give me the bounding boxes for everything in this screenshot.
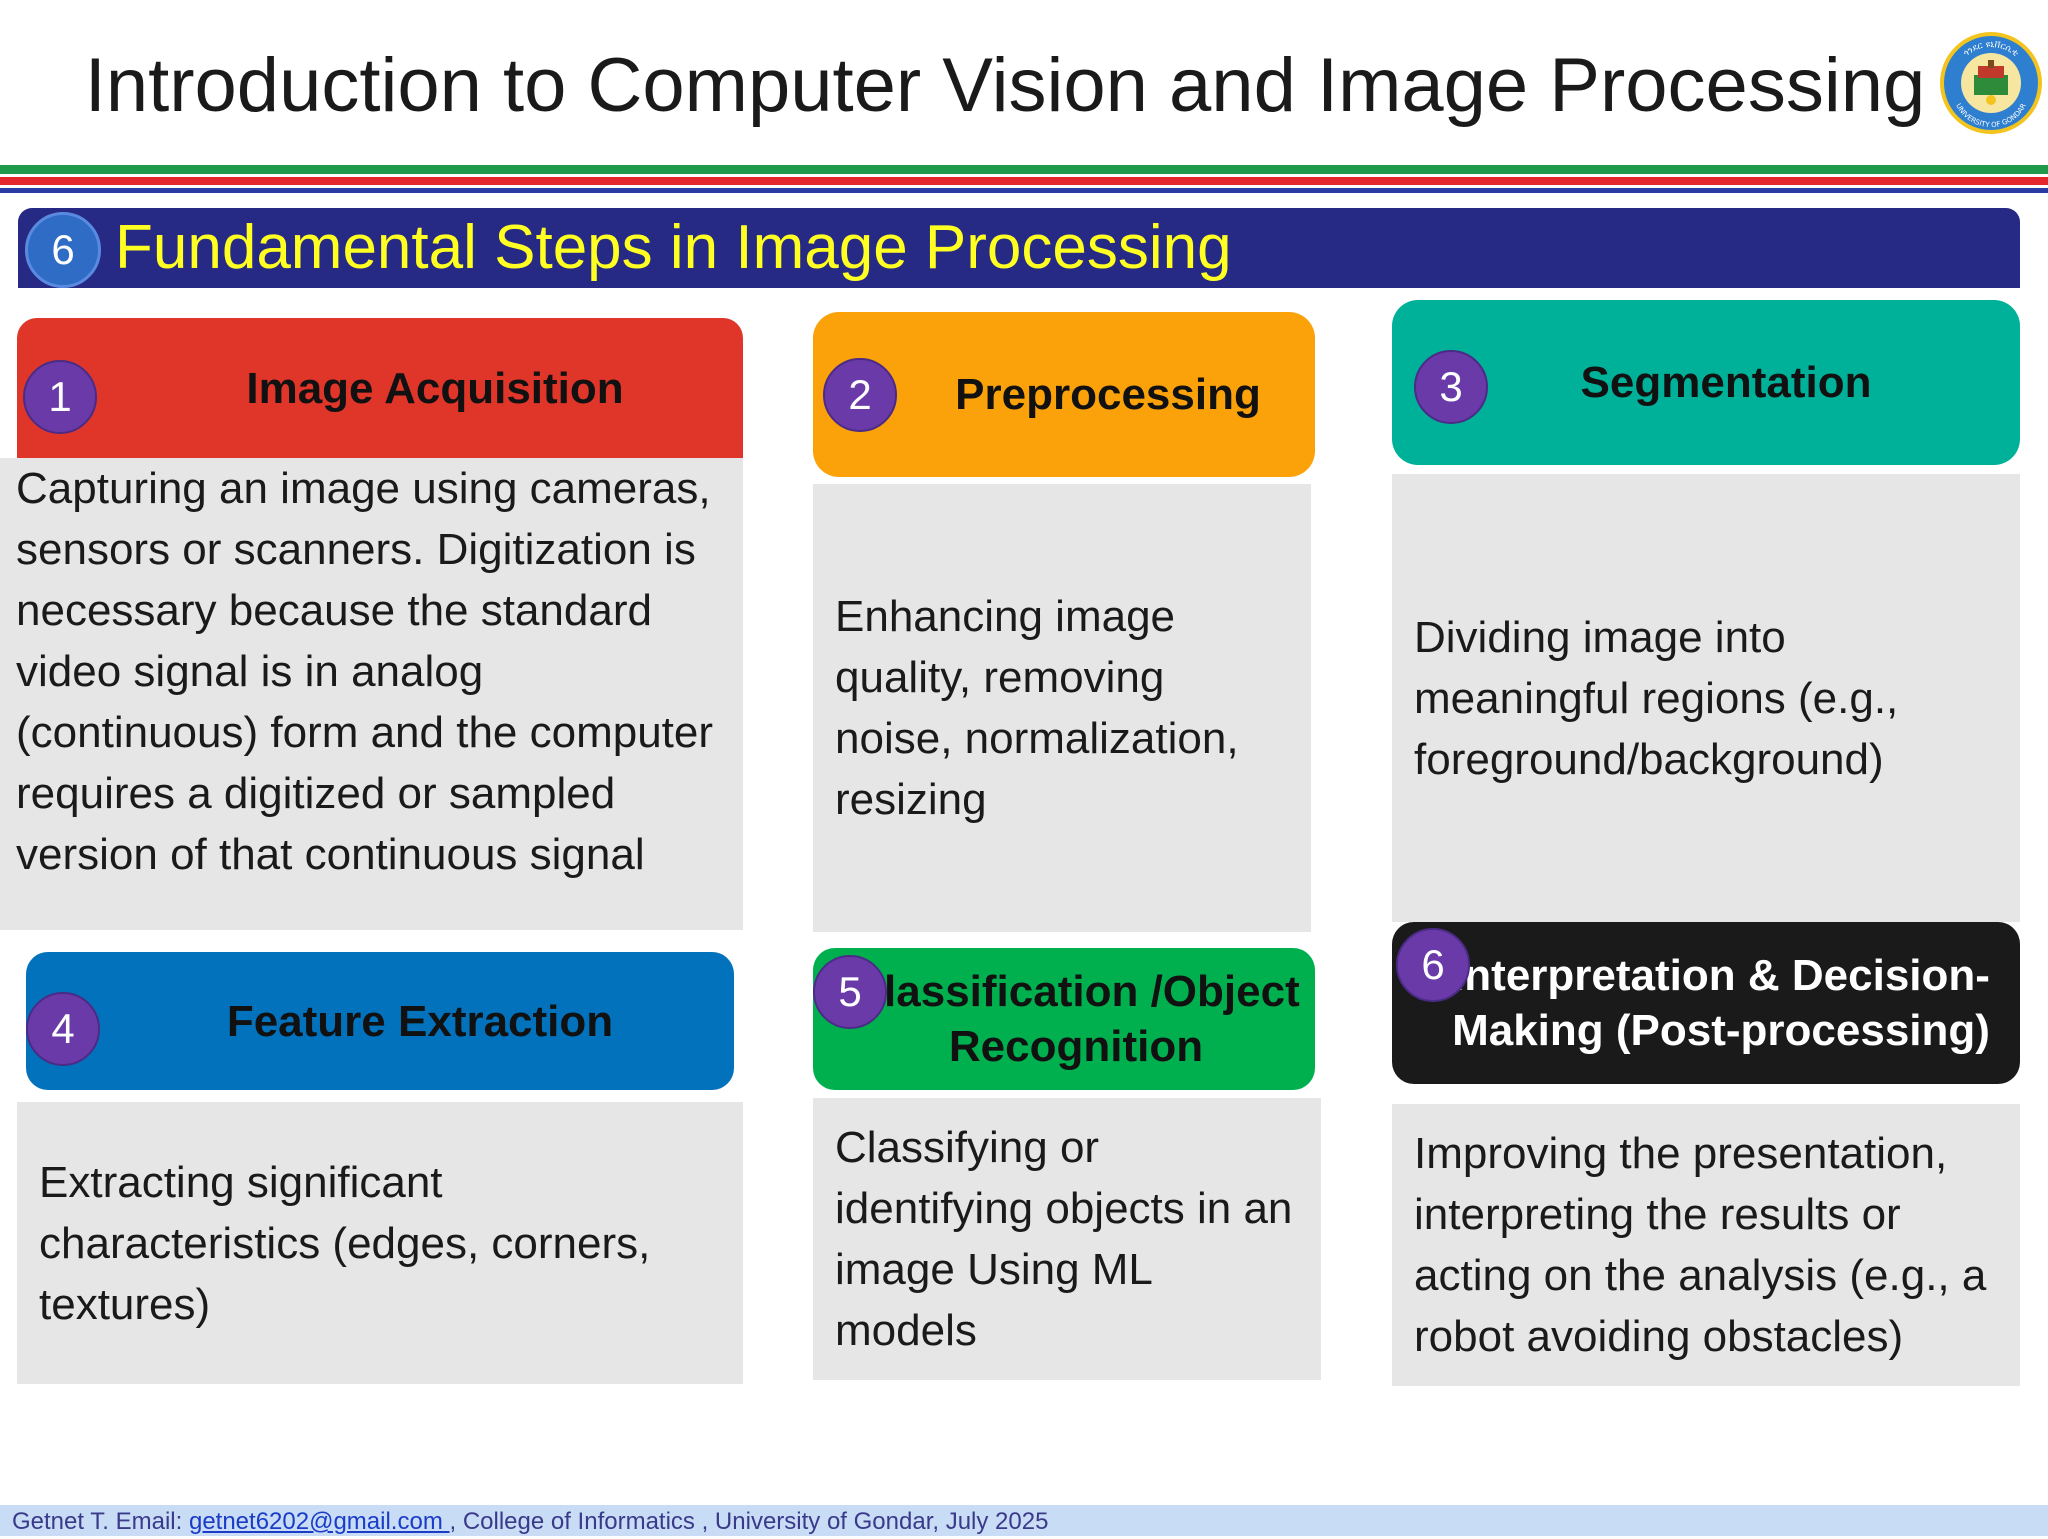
step-4-number-badge: 4 <box>26 992 100 1066</box>
header-stripe-blue <box>0 188 2048 193</box>
university-logo: ጎንደር ዩኒቨርሲቲ UNIVERSITY OF GONDAR <box>1936 30 2046 136</box>
footer: Getnet T. Email: getnet6202@gmail.com , … <box>0 1505 2048 1536</box>
footer-email-link[interactable]: getnet6202@gmail.com <box>188 1508 450 1535</box>
step-1-description-box: Capturing an image using cameras, sensor… <box>0 458 743 930</box>
footer-suffix: , College of Informatics , University of… <box>449 1508 1049 1535</box>
step-1-number-badge: 1 <box>23 360 97 434</box>
step-6-description: Improving the presentation, interpreting… <box>1414 1129 1987 1361</box>
header-stripe-green <box>0 165 2048 174</box>
step-6-description-box: Improving the presentation, interpreting… <box>1392 1104 2020 1386</box>
step-5-description-box: Classifying or identifying objects in an… <box>813 1098 1321 1380</box>
step-3-description-box: Dividing image into meaningful regions (… <box>1392 474 2020 922</box>
section-title: Fundamental Steps in Image Processing <box>115 213 1232 282</box>
step-4-title: Feature Extraction <box>226 996 614 1046</box>
step-4-description: Extracting significant characteristics (… <box>39 1157 651 1329</box>
section-banner <box>18 208 2020 288</box>
step-5-header: Classification /Object Recognition <box>813 948 1315 1090</box>
section-number-badge: 6 <box>25 212 101 288</box>
step-3-description: Dividing image into meaningful regions (… <box>1414 612 1899 784</box>
step-6-title: Interpretation & Decision-Making (Post-p… <box>1452 951 1990 1055</box>
header-stripe-red <box>0 177 2048 185</box>
step-6-number-badge: 6 <box>1396 928 1470 1002</box>
step-5-title: Classification /Object Recognition <box>852 967 1300 1071</box>
step-1-title: Image Acquisition <box>246 363 624 413</box>
step-5-description: Classifying or identifying objects in an… <box>835 1123 1293 1355</box>
step-2-title: Preprocessing <box>955 370 1261 419</box>
step-6-header: Interpretation & Decision-Making (Post-p… <box>1392 922 2020 1084</box>
footer-prefix: Getnet T. Email: <box>12 1508 189 1535</box>
step-2-description: Enhancing image quality, removing noise,… <box>835 592 1239 824</box>
step-2-number-badge: 2 <box>823 358 897 432</box>
step-3-number-badge: 3 <box>1414 350 1488 424</box>
step-3-header: Segmentation <box>1392 300 2020 465</box>
step-4-header: Feature Extraction <box>26 952 734 1090</box>
step-1-description: Capturing an image using cameras, sensor… <box>16 464 714 879</box>
step-3-title: Segmentation <box>1580 358 1872 407</box>
step-5-number-badge: 5 <box>813 955 887 1029</box>
step-4-description-box: Extracting significant characteristics (… <box>17 1102 743 1384</box>
slide-title: Introduction to Computer Vision and Imag… <box>84 43 1926 128</box>
step-1-header: Image Acquisition <box>17 318 743 458</box>
step-2-description-box: Enhancing image quality, removing noise,… <box>813 484 1311 932</box>
